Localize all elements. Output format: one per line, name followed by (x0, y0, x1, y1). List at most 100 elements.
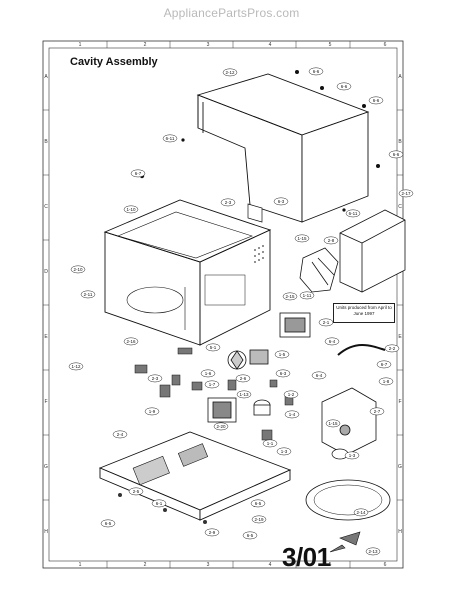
callout: 1-12 (68, 362, 84, 371)
callout: 6-3 (275, 369, 291, 378)
callout-label: 6-5 (255, 501, 262, 506)
callout: 1-8 (378, 377, 394, 386)
callout: 2-10 (70, 265, 86, 274)
callout: 6-11 (162, 134, 178, 143)
callout: 2-3 (147, 374, 163, 383)
grid-row-label: F (398, 399, 401, 405)
callout-label: 5-1 (210, 345, 217, 350)
callout: 6-7 (376, 360, 392, 369)
callout-label: 2-8 (328, 238, 335, 243)
turntable-coupler (329, 531, 361, 553)
callout-label: 6-3 (278, 199, 285, 204)
callout: 2-20 (213, 422, 229, 431)
callout: 6-7 (130, 169, 146, 178)
callout-label: 6-7 (381, 362, 388, 367)
grid-row-label: D (44, 269, 48, 275)
callout: 1-3 (344, 451, 360, 460)
oven-cavity (103, 199, 272, 346)
grid-row-label: E (398, 334, 402, 340)
callout-label: 6-1 (156, 501, 163, 506)
base-plate (98, 431, 292, 521)
callout-label: 6-4 (316, 373, 323, 378)
callout-label: 2-12 (225, 70, 235, 75)
callout-label: 1-8 (383, 379, 390, 384)
rear-cover (339, 209, 406, 293)
callout-label: 1-10 (126, 207, 136, 212)
grid-ticks (43, 41, 403, 568)
grid-row-label: H (44, 529, 48, 535)
grid-col-label: 4 (269, 562, 272, 568)
grid-row-label: C (44, 204, 48, 210)
callout: 1-9 (144, 407, 160, 416)
grid-col-label: 1 (79, 562, 82, 568)
callout-label: 2-9 (209, 530, 216, 535)
callout-label: 6-6 (341, 84, 348, 89)
diode-cable (337, 344, 386, 356)
grid-col-label: 6 (384, 42, 387, 48)
callout: 2-9 (204, 528, 220, 537)
callout-label: 2-14 (356, 510, 366, 515)
callout-label: 6-7 (135, 171, 142, 176)
callout: 2-16 (123, 337, 139, 346)
callout: 2-14 (353, 508, 369, 517)
callout-label: 2-3 (152, 376, 159, 381)
callout-label: 2-7 (374, 409, 381, 414)
fan-duct (299, 247, 339, 293)
callout: 1-2 (283, 390, 299, 399)
grid-col-label: 2 (144, 562, 147, 568)
callout-label: 2-5 (133, 489, 140, 494)
callout: 6-5 (242, 531, 258, 540)
callout-label: 6-11 (349, 211, 358, 216)
callout-label: 2-16 (126, 339, 136, 344)
callout-label: 1-3 (349, 453, 356, 458)
callout-label: 6-4 (329, 339, 336, 344)
magnetron (279, 312, 311, 338)
callout-label: 6-6 (373, 98, 380, 103)
callout: 2-8 (323, 236, 339, 245)
callout: 2-12 (222, 68, 238, 77)
grid-col-label: 3 (207, 42, 210, 48)
fan-motor (227, 349, 269, 370)
callout: 6-3 (273, 197, 289, 206)
grid-col-label: 3 (207, 562, 210, 568)
callout: 6-5 (100, 519, 116, 528)
callout-label: 6-5 (105, 521, 112, 526)
callout-label: 1-13 (239, 392, 249, 397)
callout-label: 6-5 (247, 533, 254, 538)
callout: 2-2 (384, 344, 400, 353)
callout: 1-5 (274, 350, 290, 359)
watermark: AppliancePartsPros.com (163, 6, 300, 20)
grid-row-label: F (44, 399, 47, 405)
callout: 1-15 (294, 234, 310, 243)
callout: 2-11 (80, 290, 96, 299)
callout-label: 2-20 (216, 424, 226, 429)
grid-row-label: B (44, 139, 48, 145)
callout: 1-1 (262, 439, 278, 448)
sheet-border (42, 40, 404, 569)
callout: 2-6 (235, 374, 251, 383)
callout: 1-15 (325, 419, 341, 428)
callout: 1-11 (299, 291, 315, 300)
interlock-switches (134, 347, 294, 441)
callout: 6-6 (308, 67, 324, 76)
callout: 1-7 (204, 380, 220, 389)
callout-label: 1-1 (267, 441, 274, 446)
callout-label: 2-1 (323, 320, 330, 325)
callout: 1-6 (200, 369, 216, 378)
callout: 2-1 (318, 318, 334, 327)
grid-row-label: G (44, 464, 48, 470)
sheet-inner-border (48, 47, 398, 562)
callout-label: 1-6 (205, 371, 212, 376)
callout: 2-3 (220, 198, 236, 207)
grid-col-label: 5 (329, 42, 332, 48)
callout-label: 2-13 (368, 549, 378, 554)
callout: 6-11 (345, 209, 361, 218)
callout-label: 2-10 (73, 267, 83, 272)
callout: 1-4 (284, 410, 300, 419)
grid-row-label: C (398, 204, 402, 210)
plate-part (247, 203, 263, 223)
